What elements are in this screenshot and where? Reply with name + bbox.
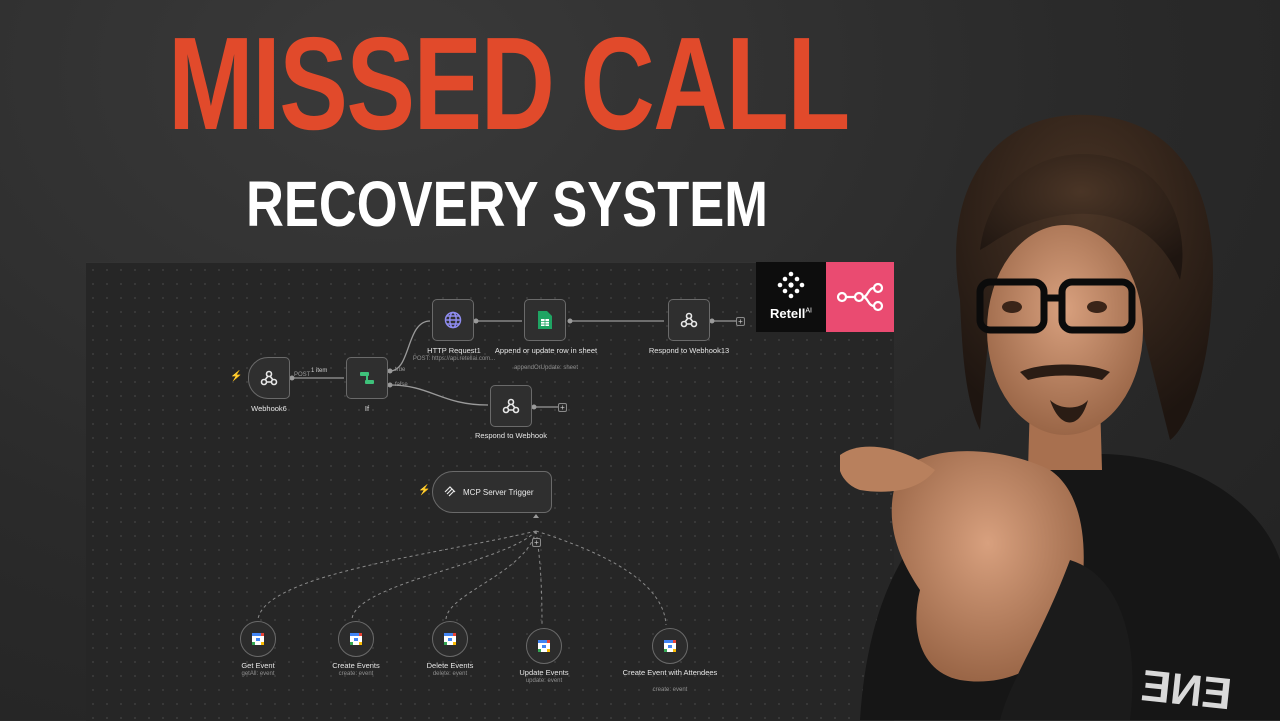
tool-get-event[interactable] [240, 621, 276, 657]
retell-grid-icon [777, 271, 805, 299]
add-tool-plus-icon[interactable]: + [532, 538, 541, 547]
node-if[interactable] [346, 357, 388, 399]
retell-text: Retell [769, 306, 806, 321]
node-webhook6[interactable] [248, 357, 290, 399]
google-calendar-icon [444, 633, 456, 645]
edge-mcp-create-attendees [535, 530, 667, 626]
tool-create-events[interactable] [338, 621, 374, 657]
node-mcp-server-trigger[interactable]: MCP Server Trigger [432, 471, 552, 513]
node-label-http-request1: HTTP Request1 [427, 346, 481, 355]
edge-mcp-create-events [351, 530, 537, 620]
presenter-photo: ƎИƎ [840, 114, 1280, 720]
google-calendar-icon [538, 640, 550, 652]
google-sheets-icon [538, 311, 552, 329]
node-label-append-row: Append or update row in sheet [494, 346, 598, 355]
retell-wordmark: RetellAI [756, 306, 826, 321]
node-respond-webhook[interactable] [490, 385, 532, 427]
google-calendar-icon [252, 633, 264, 645]
add-node-plus-icon[interactable]: + [736, 317, 745, 326]
tool-update-events[interactable] [526, 628, 562, 664]
retell-ai-sup: AI [805, 307, 813, 315]
edge-label-items: 1 item [311, 368, 328, 374]
tool-sub-get-event: getAll: event [241, 671, 275, 677]
title-missed-call: MISSED CALL [168, 10, 850, 157]
n8n-nodes-icon [836, 282, 884, 312]
workflow-canvas[interactable]: ⚡ Webhook6 POST 1 item If true false HTT… [86, 262, 894, 721]
webhook-icon [260, 370, 278, 386]
node-sub-append-row: appendOrUpdate: sheet [513, 365, 579, 371]
n8n-logo [826, 262, 894, 332]
edge-label-false: false [395, 382, 408, 388]
webhook-icon [680, 312, 698, 328]
node-label-respond-webhook13: Respond to Webhook13 [648, 346, 730, 355]
node-label-mcp: MCP Server Trigger [463, 487, 534, 497]
node-respond-webhook13[interactable] [668, 299, 710, 341]
node-append-row-sheet[interactable] [524, 299, 566, 341]
globe-icon [444, 311, 462, 329]
google-calendar-icon [350, 633, 362, 645]
tool-label-create-event-attendees: Create Event with Attendees [622, 668, 718, 677]
node-label-if: If [364, 404, 370, 413]
mcp-icon [444, 486, 456, 497]
tool-label-create-events: Create Events [332, 661, 380, 670]
webhook-icon [502, 398, 520, 414]
tool-create-event-attendees[interactable] [652, 628, 688, 664]
tool-sub-create-events: create: event [338, 671, 374, 677]
edge-if-respond [389, 384, 489, 406]
google-calendar-icon [664, 640, 676, 652]
tool-label-delete-events: Delete Events [426, 661, 474, 670]
node-label-respond-webhook: Respond to Webhook [475, 431, 547, 440]
tool-sub-delete-events: delete: event [432, 671, 468, 677]
trigger-bolt-icon: ⚡ [230, 371, 243, 382]
edge-label-true: true [395, 367, 406, 373]
node-sub-http-request1: POST: https://api.retellai.com... [412, 356, 496, 362]
edge-mcp-update-events [535, 530, 543, 626]
edge-label-post: POST [294, 372, 311, 378]
tool-delete-events[interactable] [432, 621, 468, 657]
edge-mcp-delete-events [445, 530, 537, 620]
edge-mcp-get-event [257, 530, 537, 620]
svg-text:ƎИƎ: ƎИƎ [1139, 661, 1234, 719]
add-node-plus-icon[interactable]: + [558, 403, 567, 412]
tool-sub-create-event-attendees: create: event [652, 687, 688, 693]
tool-label-get-event: Get Event [241, 661, 275, 670]
trigger-bolt-icon: ⚡ [418, 485, 431, 496]
tool-sub-update-events: update: event [525, 678, 563, 684]
branch-icon [360, 372, 374, 384]
retell-ai-logo: RetellAI [756, 262, 826, 332]
node-http-request1[interactable] [432, 299, 474, 341]
edge-if-http [389, 320, 431, 372]
node-label-webhook6: Webhook6 [251, 404, 287, 413]
title-recovery-system: RECOVERY SYSTEM [246, 168, 769, 240]
tool-label-update-events: Update Events [519, 668, 569, 677]
workflow-edges [257, 318, 736, 626]
